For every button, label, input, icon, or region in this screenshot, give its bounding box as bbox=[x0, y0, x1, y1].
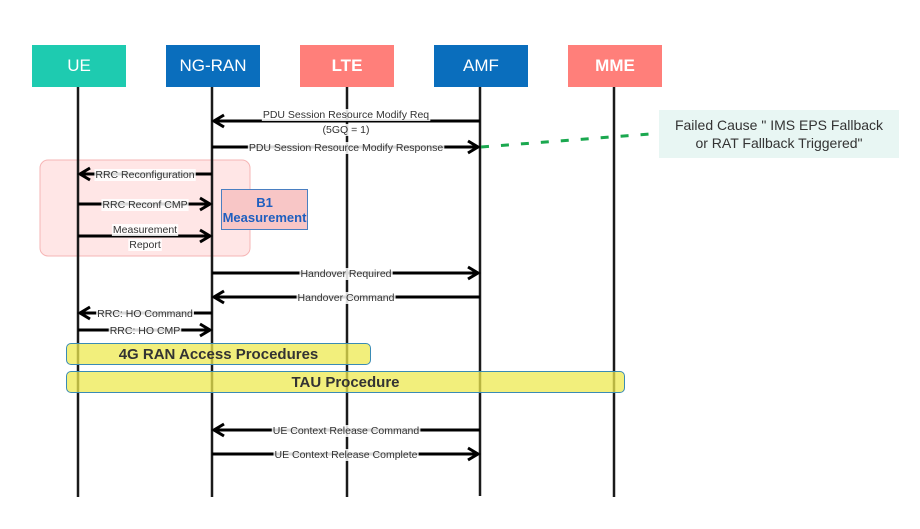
label-background bbox=[296, 292, 396, 304]
label-background bbox=[261, 109, 431, 121]
label-background bbox=[299, 268, 393, 280]
label-background bbox=[101, 199, 189, 211]
message-label: RRC: HO Command bbox=[97, 308, 193, 320]
actor-ue-label: UE bbox=[67, 56, 91, 75]
message-label: RRC Reconfiguration bbox=[95, 169, 194, 181]
actor-ngran: NG-RAN bbox=[166, 45, 260, 87]
label-background bbox=[94, 169, 196, 181]
label-background bbox=[111, 224, 179, 236]
message-arrow: PDU Session Resource Modify Req (5GQ = 1) bbox=[211, 109, 480, 136]
ran-access-label: 4G RAN Access Procedures bbox=[118, 345, 319, 363]
message-label: UE Context Release Complete bbox=[275, 449, 418, 461]
actor-lte-label: LTE bbox=[331, 56, 363, 75]
arrowhead-icon bbox=[211, 289, 225, 305]
arrowhead-icon bbox=[211, 422, 225, 438]
label-background bbox=[128, 239, 162, 251]
b1-measurement-box: B1 Measurement bbox=[221, 189, 308, 230]
arrowhead-icon bbox=[199, 322, 213, 338]
message-arrow: Handover Command bbox=[211, 289, 480, 305]
label-background bbox=[247, 142, 445, 154]
message-arrow: RRC: HO Command bbox=[77, 305, 212, 321]
label-background bbox=[108, 325, 182, 337]
message-label: Handover Command bbox=[298, 292, 395, 304]
label-background bbox=[321, 124, 371, 136]
arrowhead-icon bbox=[467, 139, 481, 155]
message-arrow: RRC: HO CMP bbox=[78, 322, 213, 338]
actor-ngran-label: NG-RAN bbox=[179, 56, 247, 75]
message-label: Handover Required bbox=[300, 268, 391, 280]
arrowhead-icon bbox=[199, 196, 213, 212]
message-sublabel: Report bbox=[129, 239, 161, 251]
arrowhead-icon bbox=[467, 265, 481, 281]
tau-label: TAU Procedure bbox=[291, 373, 400, 391]
label-background bbox=[271, 425, 421, 437]
arrowhead-icon bbox=[77, 166, 91, 182]
message-arrow: PDU Session Resource Modify Response bbox=[212, 139, 481, 155]
b1-line-1: B1 bbox=[256, 194, 273, 210]
arrowhead-icon bbox=[77, 305, 91, 321]
arrowhead-icon bbox=[467, 446, 481, 462]
message-arrow: Handover Required bbox=[212, 265, 481, 281]
message-label: RRC Reconf CMP bbox=[102, 199, 187, 211]
actor-lte: LTE bbox=[300, 45, 394, 87]
message-label: UE Context Release Command bbox=[273, 425, 420, 437]
note-line-1: Failed Cause " IMS EPS Fallback bbox=[674, 117, 884, 133]
label-background bbox=[96, 308, 195, 320]
message-label: Measurement bbox=[113, 224, 177, 236]
failure-cause-note: Failed Cause " IMS EPS Fallback or RAT F… bbox=[659, 110, 899, 158]
b1-line-2: Measurement bbox=[222, 209, 307, 225]
note-connector bbox=[480, 132, 651, 149]
message-label: PDU Session Resource Modify Req bbox=[263, 109, 429, 121]
arrowhead-icon bbox=[199, 228, 213, 244]
message-arrow: RRC Reconf CMP bbox=[78, 196, 213, 212]
message-arrow: RRC Reconfiguration bbox=[77, 166, 212, 182]
message-arrow: UE Context Release Complete bbox=[212, 446, 481, 462]
ran-access-procedures-band: 4G RAN Access Procedures bbox=[66, 343, 371, 365]
message-sublabel: (5GQ = 1) bbox=[323, 124, 370, 136]
message-arrow: UE Context Release Command bbox=[211, 422, 480, 438]
actor-mme: MME bbox=[568, 45, 662, 87]
arrowhead-icon bbox=[211, 113, 225, 129]
tau-procedure-band: TAU Procedure bbox=[66, 371, 625, 393]
actor-amf: AMF bbox=[434, 45, 528, 87]
label-background bbox=[273, 449, 419, 461]
actor-ue: UE bbox=[32, 45, 126, 87]
message-label: RRC: HO CMP bbox=[110, 325, 181, 337]
message-label: PDU Session Resource Modify Response bbox=[249, 142, 443, 154]
note-line-2: or RAT Fallback Triggered" bbox=[695, 135, 863, 151]
actor-mme-label: MME bbox=[595, 56, 635, 75]
actor-amf-label: AMF bbox=[463, 56, 499, 75]
